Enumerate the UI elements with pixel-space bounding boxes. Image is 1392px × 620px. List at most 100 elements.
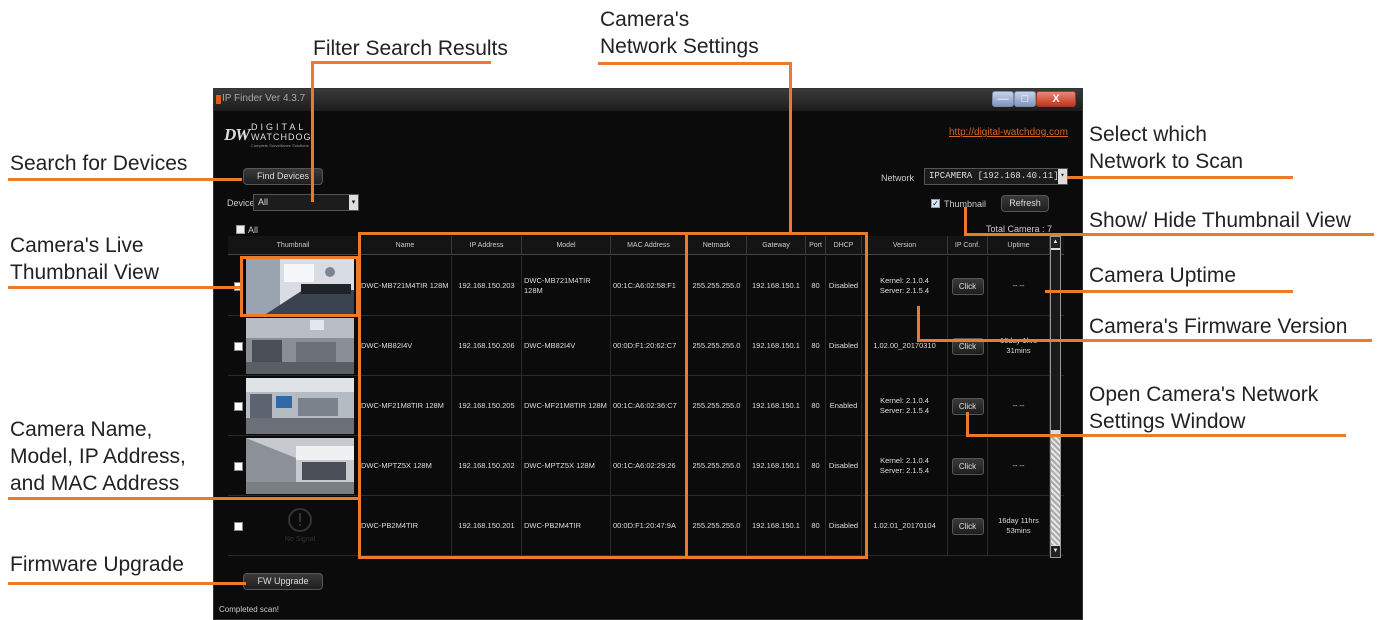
devices-filter-value: All	[258, 197, 269, 207]
ip-conf-cell: Click	[948, 436, 988, 496]
cell-port: 80	[806, 256, 826, 316]
cell-version: 1.02.00_20170310	[862, 316, 948, 376]
ip-conf-click-button[interactable]: Click	[951, 517, 984, 535]
column-header-dhcp[interactable]: DHCP	[826, 236, 862, 255]
cell-dhcp: Disabled	[826, 436, 862, 496]
column-header-thumb[interactable]: Thumbnail	[228, 236, 359, 255]
digital-watchdog-logo: DW DIGITAL WATCHDOG Complete Surveillanc…	[224, 122, 334, 152]
callout-line	[966, 412, 969, 437]
annotation-open-network-settings: Open Camera's Network Settings Window	[1089, 383, 1319, 433]
row-checkbox[interactable]	[234, 462, 243, 471]
network-select[interactable]: IPCAMERA [192.168.40.11] ▾	[924, 168, 1068, 185]
devices-filter-select[interactable]: All ▾	[253, 194, 359, 211]
cell-uptime: -- --	[988, 376, 1050, 436]
no-signal-icon: No Signal	[246, 498, 354, 554]
logo-mark: DW	[224, 125, 250, 144]
ip-conf-click-button[interactable]: Click	[951, 277, 984, 295]
annotation-search-devices: Search for Devices	[10, 152, 188, 175]
cell-ip: 192.168.150.205	[452, 376, 522, 436]
column-header-gateway[interactable]: Gateway	[747, 236, 806, 255]
annotation-network-settings: Camera's Network Settings	[600, 8, 759, 58]
callout-line	[917, 306, 920, 342]
cell-model: DWC-MB721M4TIR 128M	[522, 256, 611, 316]
ip-conf-click-button[interactable]: Click	[951, 457, 984, 475]
callout-line	[311, 61, 314, 202]
thumbnail-checkbox[interactable]: ✓	[931, 199, 940, 208]
callout-line	[8, 178, 242, 181]
status-text: Completed scan!	[219, 605, 280, 614]
ip-conf-cell: Click	[948, 256, 988, 316]
column-header-ip[interactable]: IP Address	[452, 236, 522, 255]
maximize-button[interactable]: □	[1014, 91, 1036, 107]
column-header-name[interactable]: Name	[359, 236, 452, 255]
row-checkbox[interactable]	[234, 522, 243, 531]
cell-port: 80	[806, 316, 826, 376]
scrollbar-track[interactable]	[1051, 437, 1060, 545]
network-select-value: IPCAMERA [192.168.40.11]	[929, 171, 1059, 181]
cell-model: DWC-MF21M8TIR 128M	[522, 376, 611, 436]
name-model-highlight-box	[358, 232, 688, 559]
callout-line	[598, 62, 792, 65]
select-all-checkbox[interactable]	[236, 225, 245, 234]
column-header-port[interactable]: Port	[806, 236, 826, 255]
title-bar[interactable]: IP Finder Ver 4.3.7 — □ X	[214, 89, 1082, 111]
close-button[interactable]: X	[1036, 91, 1076, 107]
callout-line	[789, 62, 792, 233]
cell-uptime: -- --	[988, 436, 1050, 496]
column-header-conf[interactable]: IP Conf.	[948, 236, 988, 255]
chevron-down-icon[interactable]: ▾	[349, 195, 358, 210]
ip-conf-cell: Click	[948, 316, 988, 376]
cell-port: 80	[806, 376, 826, 436]
select-all-label: All	[248, 225, 259, 235]
annotation-live-thumbnail: Camera's Live Thumbnail View	[10, 234, 160, 284]
cell-port: 80	[806, 496, 826, 556]
camera-thumbnail	[246, 438, 354, 494]
callout-line	[964, 233, 1374, 236]
row-checkbox[interactable]	[234, 342, 243, 351]
no-signal-label: No Signal	[284, 536, 316, 543]
network-label: Network	[881, 173, 915, 183]
annotation-firmware-version: Camera's Firmware Version	[1089, 315, 1348, 338]
cell-version: Kernel: 2.1.0.4 Server: 2.1.5.4	[862, 256, 948, 316]
ip-conf-cell: Click	[948, 496, 988, 556]
cell-name: DWC-MF21M8TIR 128M	[359, 376, 452, 436]
scroll-up-icon[interactable]: ▲	[1051, 237, 1060, 248]
ip-conf-cell: Click	[948, 376, 988, 436]
row-checkbox[interactable]	[234, 402, 243, 411]
fw-upgrade-button[interactable]: FW Upgrade	[243, 573, 323, 590]
cell-port: 80	[806, 436, 826, 496]
cell-name: DWC-MPTZ5X 128M	[359, 436, 452, 496]
callout-line	[311, 61, 491, 64]
minimize-button[interactable]: —	[992, 91, 1014, 107]
cell-netmask: 255.255.255.0	[687, 256, 747, 316]
vertical-scrollbar[interactable]: ▲ ▼	[1050, 236, 1061, 558]
cell-name: DWC-PB2M4TIR	[359, 496, 452, 556]
cell-name: DWC-MB82I4V	[359, 316, 452, 376]
cell-dhcp: Enabled	[826, 376, 862, 436]
cell-netmask: 255.255.255.0	[687, 436, 747, 496]
column-header-version[interactable]: Version	[862, 236, 948, 255]
app-icon	[216, 95, 221, 104]
column-header-uptime[interactable]: Uptime	[988, 236, 1050, 255]
find-devices-button[interactable]: Find Devices	[243, 168, 323, 185]
scroll-down-icon[interactable]: ▼	[1051, 546, 1060, 557]
column-header-netmask[interactable]: Netmask	[687, 236, 747, 255]
logo-line2: WATCHDOG	[251, 132, 312, 142]
website-link[interactable]: http://digital-watchdog.com	[949, 127, 1068, 138]
cell-ip: 192.168.150.202	[452, 436, 522, 496]
callout-line	[1045, 290, 1293, 293]
chevron-down-icon[interactable]: ▾	[1058, 169, 1067, 184]
thumbnail-highlight-box	[240, 256, 359, 317]
refresh-button[interactable]: Refresh	[1001, 195, 1049, 212]
column-header-model[interactable]: Model	[522, 236, 611, 255]
cell-dhcp: Disabled	[826, 316, 862, 376]
thumbnail-label: Thumbnail	[944, 199, 987, 209]
cell-netmask: 255.255.255.0	[687, 496, 747, 556]
network-settings-highlight-box	[685, 232, 868, 559]
cell-uptime: 16day 1hrs 31mins	[988, 316, 1050, 376]
